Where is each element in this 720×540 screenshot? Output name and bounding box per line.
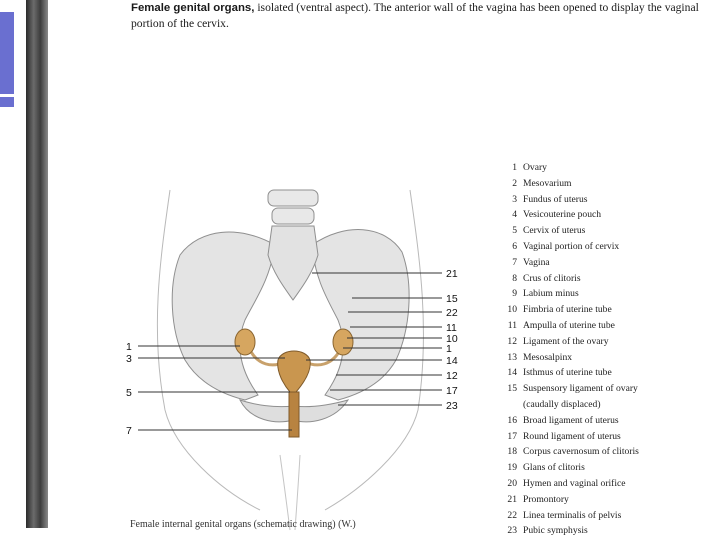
label-right-6: 1	[446, 343, 452, 355]
right-leaders	[306, 272, 442, 406]
left-ovary	[234, 328, 256, 356]
label-left-1: 1	[126, 341, 132, 353]
label-right-10: 23	[446, 400, 458, 412]
label-left-3: 5	[126, 387, 132, 399]
accent-line	[0, 94, 14, 97]
body-outline-left	[156, 189, 261, 511]
sacrum	[267, 225, 319, 301]
left-leaders	[138, 345, 292, 431]
legs-outline	[279, 454, 301, 531]
label-right-4: 11	[446, 322, 457, 334]
label-right-7: 14	[446, 355, 458, 367]
uterus	[277, 350, 311, 393]
bottom-caption-fragment: Female internal genital organs (schemati…	[130, 519, 356, 530]
right-iliac-bone	[311, 229, 410, 401]
vertebra-1	[267, 189, 319, 207]
caption-text: isolated (ventral aspect). The anterior …	[131, 1, 699, 30]
label-right-3: 22	[446, 307, 458, 319]
book-binding	[26, 0, 48, 528]
label-right-1: 21	[446, 268, 458, 280]
label-right-5: 10	[446, 333, 458, 345]
accent-bar	[0, 12, 14, 107]
legend-item: (caudally displaced)	[523, 398, 601, 410]
vertebra-2	[271, 207, 315, 225]
vagina	[288, 391, 300, 438]
left-iliac-bone	[171, 231, 276, 401]
figure-caption: Female genital organs, isolated (ventral…	[131, 0, 720, 31]
label-right-2: 15	[446, 293, 458, 305]
label-right-9: 17	[446, 385, 458, 397]
body-outline-right	[324, 189, 424, 511]
label-left-4: 7	[126, 425, 132, 437]
label-right-8: 12	[446, 370, 458, 382]
label-left-2: 3	[126, 353, 132, 365]
caption-bold: Female genital organs,	[131, 2, 255, 14]
right-ovary	[332, 328, 354, 356]
